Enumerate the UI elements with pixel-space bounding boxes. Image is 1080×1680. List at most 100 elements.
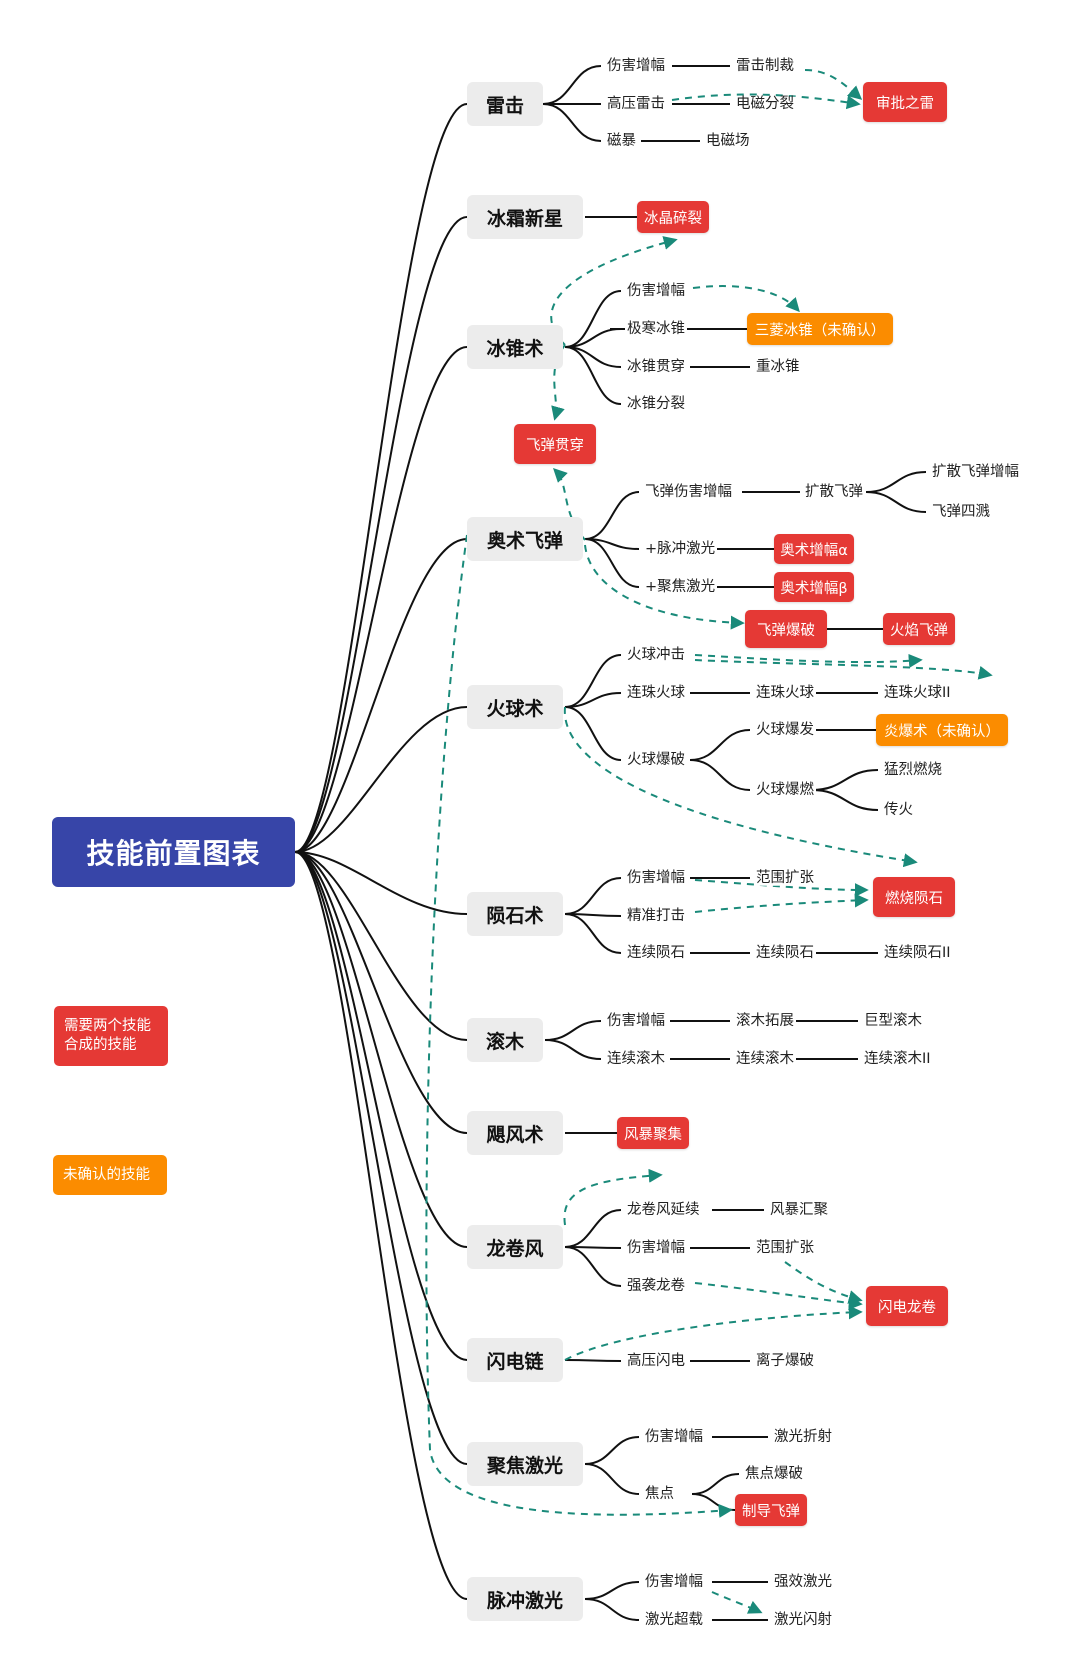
leaf-em-split[interactable]: 电磁分裂 xyxy=(734,95,796,112)
leaf-fireball-blast[interactable]: 火球爆破 xyxy=(625,751,687,768)
leaf-power-laser[interactable]: 强效激光 xyxy=(772,1573,834,1590)
leaf-damage-boost[interactable]: 伤害增幅 xyxy=(605,1012,667,1029)
branch-connector xyxy=(584,491,640,540)
leaf-laser-overload[interactable]: 激光超载 xyxy=(643,1611,705,1628)
leaf-fork xyxy=(865,471,927,493)
branch-arcane-missile[interactable]: 奥术飞弹 xyxy=(467,517,583,561)
tag-arcane-boost-beta[interactable]: 奥术增幅β xyxy=(774,572,854,602)
branch-hurricane[interactable]: 飓风术 xyxy=(467,1111,563,1155)
leaf-fireball-impact[interactable]: 火球冲击 xyxy=(625,646,687,663)
leaf-ion-blast[interactable]: 离子爆破 xyxy=(754,1352,816,1369)
tag-missile-pierce[interactable]: 飞弹贯穿 xyxy=(514,424,596,464)
combo-arrow xyxy=(563,1168,663,1226)
branch-connector xyxy=(542,103,602,142)
combo-arrow xyxy=(694,659,993,680)
leaf-fireball-deflagration[interactable]: 火球爆燃 xyxy=(754,781,816,798)
leaf-missile-damage-boost[interactable]: 飞弹伤害增幅 xyxy=(643,483,734,500)
branch-rolling-log[interactable]: 滚木 xyxy=(467,1018,543,1062)
leaf-damage-boost[interactable]: 伤害增幅 xyxy=(625,282,687,299)
root-node[interactable]: 技能前置图表 xyxy=(52,817,295,887)
branch-meteor[interactable]: 陨石术 xyxy=(467,892,563,936)
tag-storm-gather[interactable]: 风暴聚集 xyxy=(617,1117,689,1149)
branch-tornado[interactable]: 龙卷风 xyxy=(467,1225,563,1269)
root-connector xyxy=(294,103,468,853)
leaf-chain-fireball[interactable]: 连珠火球 xyxy=(754,684,816,701)
root-connector xyxy=(294,851,468,1600)
leaf-high-voltage-strike[interactable]: 高压雷击 xyxy=(605,95,667,112)
leaf-plus-focus-laser[interactable]: +聚焦激光 xyxy=(643,578,718,595)
leaf-chain-fireball[interactable]: 连珠火球 xyxy=(625,684,687,701)
leaf-ice-pierce[interactable]: 冰锥贯穿 xyxy=(625,358,687,375)
leaf-magnetic-storm[interactable]: 磁暴 xyxy=(605,132,638,149)
leaf-continuous-log[interactable]: 连续滚木 xyxy=(605,1050,667,1067)
leaf-laser-refraction[interactable]: 激光折射 xyxy=(772,1428,834,1445)
branch-frost-nova[interactable]: 冰霜新星 xyxy=(467,195,583,239)
leaf-precise-strike[interactable]: 精准打击 xyxy=(625,907,687,924)
leaf-laser-flash[interactable]: 激光闪射 xyxy=(772,1611,834,1628)
combo-arrow xyxy=(694,1282,863,1310)
branch-pulse-laser[interactable]: 脉冲激光 xyxy=(467,1577,583,1621)
leaf-fireball-burst[interactable]: 火球爆发 xyxy=(754,721,816,738)
tag-pyroblast-unconfirmed[interactable]: 炎爆术（未确认） xyxy=(876,714,1008,746)
tag-flame-missile[interactable]: 火焰飞弹 xyxy=(883,613,955,645)
leaf-tornado-extend[interactable]: 龙卷风延续 xyxy=(625,1201,702,1218)
tag-arcane-boost-alpha[interactable]: 奥术增幅α xyxy=(774,534,854,564)
leaf-continuous-meteor[interactable]: 连续陨石 xyxy=(625,944,687,961)
leaf-continuous-log[interactable]: 连续滚木 xyxy=(734,1050,796,1067)
leaf-continuous-meteor-ii[interactable]: 连续陨石II xyxy=(882,944,953,961)
leaf-continuous-meteor[interactable]: 连续陨石 xyxy=(754,944,816,961)
leaf-chain-fireball-ii[interactable]: 连珠火球II xyxy=(882,684,953,701)
leaf-storm-converge[interactable]: 风暴汇聚 xyxy=(768,1201,830,1218)
branch-connector xyxy=(584,1463,640,1495)
leaf-extreme-ice-cone[interactable]: 极寒冰锥 xyxy=(625,320,687,337)
branch-ice-cone[interactable]: 冰锥术 xyxy=(467,325,563,369)
leaf-em-field[interactable]: 电磁场 xyxy=(704,132,752,149)
leaf-damage-boost[interactable]: 伤害增幅 xyxy=(643,1573,705,1590)
leaf-fork xyxy=(865,491,927,513)
leaf-high-voltage-lightning[interactable]: 高压闪电 xyxy=(625,1352,687,1369)
tag-missile-blast[interactable]: 飞弹爆破 xyxy=(745,610,827,648)
branch-connector xyxy=(542,65,602,105)
tag-lightning-tornado[interactable]: 闪电龙卷 xyxy=(866,1286,948,1326)
leaf-missile-splash[interactable]: 飞弹四溅 xyxy=(930,503,992,520)
branch-connector xyxy=(544,1039,602,1060)
leaf-continuous-log-ii[interactable]: 连续滚木II xyxy=(862,1050,933,1067)
leaf-range-expand[interactable]: 范围扩张 xyxy=(754,1239,816,1256)
branch-focus-laser[interactable]: 聚焦激光 xyxy=(467,1442,583,1486)
leaf-fork xyxy=(811,769,879,791)
branch-lightning-strike[interactable]: 雷击 xyxy=(467,82,543,126)
leaf-fork xyxy=(691,1493,736,1511)
leaf-spread-missile-boost[interactable]: 扩散飞弹增幅 xyxy=(930,463,1021,480)
branch-fireball[interactable]: 火球术 xyxy=(467,685,563,729)
leaf-lightning-sanction[interactable]: 雷击制裁 xyxy=(734,57,796,74)
leaf-range-expand[interactable]: 范围扩张 xyxy=(754,869,816,886)
leaf-focus-blast[interactable]: 焦点爆破 xyxy=(743,1465,805,1482)
leaf-focus-point[interactable]: 焦点 xyxy=(643,1485,676,1502)
branch-connector xyxy=(564,346,622,405)
tag-burning-meteor[interactable]: 燃烧陨石 xyxy=(873,877,955,917)
leaf-damage-boost[interactable]: 伤害增幅 xyxy=(643,1428,705,1445)
leaf-fork xyxy=(689,729,751,761)
combo-arrow xyxy=(694,879,869,897)
leaf-assault-tornado[interactable]: 强袭龙卷 xyxy=(625,1277,687,1294)
branch-chain-lightning[interactable]: 闪电链 xyxy=(467,1338,563,1382)
leaf-fierce-burn[interactable]: 猛烈燃烧 xyxy=(882,761,944,778)
leaf-damage-boost[interactable]: 伤害增幅 xyxy=(625,1239,687,1256)
leaf-ice-split[interactable]: 冰锥分裂 xyxy=(625,395,687,412)
leaf-damage-boost[interactable]: 伤害增幅 xyxy=(605,57,667,74)
combo-arrow xyxy=(694,653,923,668)
leaf-giant-log[interactable]: 巨型滚木 xyxy=(862,1012,924,1029)
leaf-log-expand[interactable]: 滚木拓展 xyxy=(734,1012,796,1029)
tag-tri-ice-cone-unconfirmed[interactable]: 三菱冰锥（未确认） xyxy=(747,313,893,345)
combo-arrow xyxy=(553,468,586,541)
leaf-spread-missile[interactable]: 扩散飞弹 xyxy=(803,483,865,500)
tag-approval-thunder[interactable]: 审批之雷 xyxy=(863,82,947,122)
tag-guided-missile[interactable]: 制导飞弹 xyxy=(735,1494,807,1526)
leaf-pass-fire[interactable]: 传火 xyxy=(882,801,915,818)
leaf-plus-pulse-laser[interactable]: +脉冲激光 xyxy=(643,540,718,557)
tag-ice-crystal-shatter[interactable]: 冰晶碎裂 xyxy=(637,201,709,233)
leaf-heavy-ice-cone[interactable]: 重冰锥 xyxy=(754,358,802,375)
combo-arrow xyxy=(564,1305,863,1361)
root-connector xyxy=(294,706,468,853)
leaf-damage-boost[interactable]: 伤害增幅 xyxy=(625,869,687,886)
